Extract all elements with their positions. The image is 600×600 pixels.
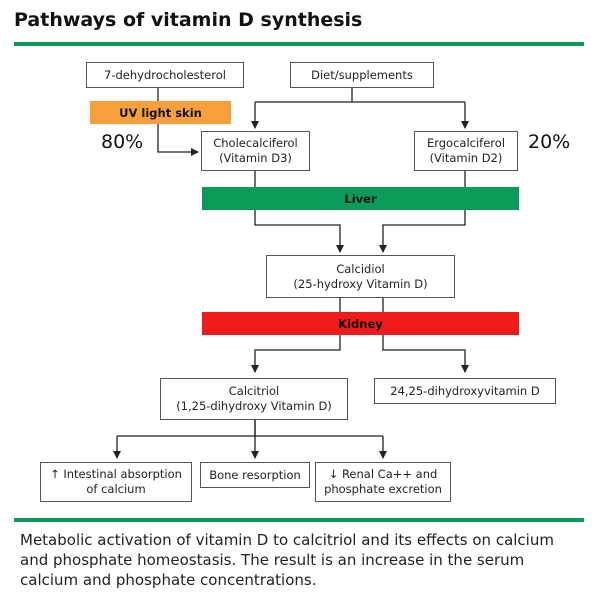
- dehydrocholesterol-node: 7-dehydrocholesterol: [86, 62, 244, 88]
- calcidiol-node: Calcidiol (25-hydroxy Vitamin D): [266, 255, 455, 298]
- kidney-bar: Kidney: [202, 312, 519, 335]
- percent-d3: 80%: [101, 131, 144, 153]
- uv-light-skin-bar: UV light skin: [90, 101, 231, 124]
- calcitriol-node: Calcitriol (1,25-dihydroxy Vitamin D): [160, 378, 348, 420]
- renal-excretion-node: ↓ Renal Ca++ and phosphate excretion: [315, 462, 451, 502]
- top-divider: [14, 42, 584, 46]
- liver-bar: Liver: [202, 187, 519, 210]
- diet-supplements-node: Diet/supplements: [290, 62, 434, 88]
- dihydroxyvitamin-2425-node: 24,25-dihydroxyvitamin D: [374, 378, 556, 404]
- bone-resorption-node: Bone resorption: [200, 462, 310, 488]
- percent-d2: 20%: [528, 131, 571, 153]
- intestinal-absorption-node: ↑ Intestinal absorption of calcium: [40, 462, 192, 502]
- figure-caption: Metabolic activation of vitamin D to cal…: [20, 531, 554, 589]
- page-title: Pathways of vitamin D synthesis: [14, 9, 363, 31]
- cholecalciferol-node: Cholecalciferol (Vitamin D3): [201, 131, 310, 171]
- bottom-divider: [14, 518, 584, 522]
- ergocalciferol-node: Ergocalciferol (Vitamin D2): [414, 131, 518, 171]
